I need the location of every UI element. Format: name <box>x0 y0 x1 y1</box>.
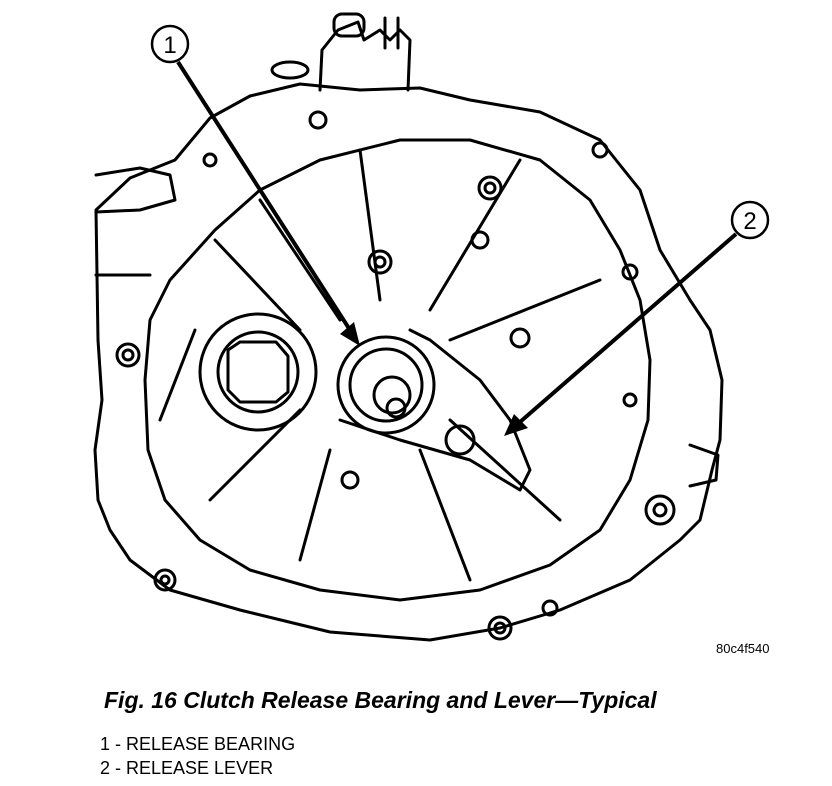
figure-caption: Fig. 16 Clutch Release Bearing and Lever… <box>104 687 657 713</box>
shift-tower <box>318 20 412 92</box>
figure-code: 80c4f540 <box>716 641 770 656</box>
callout-2: 2 <box>504 200 770 436</box>
callout-legend: 1 - RELEASE BEARING 2 - RELEASE LEVER <box>100 732 295 780</box>
legend-item: 2 - RELEASE LEVER <box>100 758 274 778</box>
svg-text:1: 1 <box>163 32 176 59</box>
transaxle-illustration: 1 2 <box>93 12 770 642</box>
left-flange <box>94 166 177 214</box>
housing-outline <box>93 82 724 642</box>
right-tab <box>688 443 720 488</box>
callout-1: 1 <box>150 24 360 346</box>
svg-text:2: 2 <box>743 208 756 235</box>
differential-bore <box>198 312 318 432</box>
housing-inner-rim <box>143 138 652 602</box>
legend-item: 1 - RELEASE BEARING <box>100 734 296 754</box>
release-bearing <box>336 335 436 435</box>
release-lever <box>338 328 532 492</box>
